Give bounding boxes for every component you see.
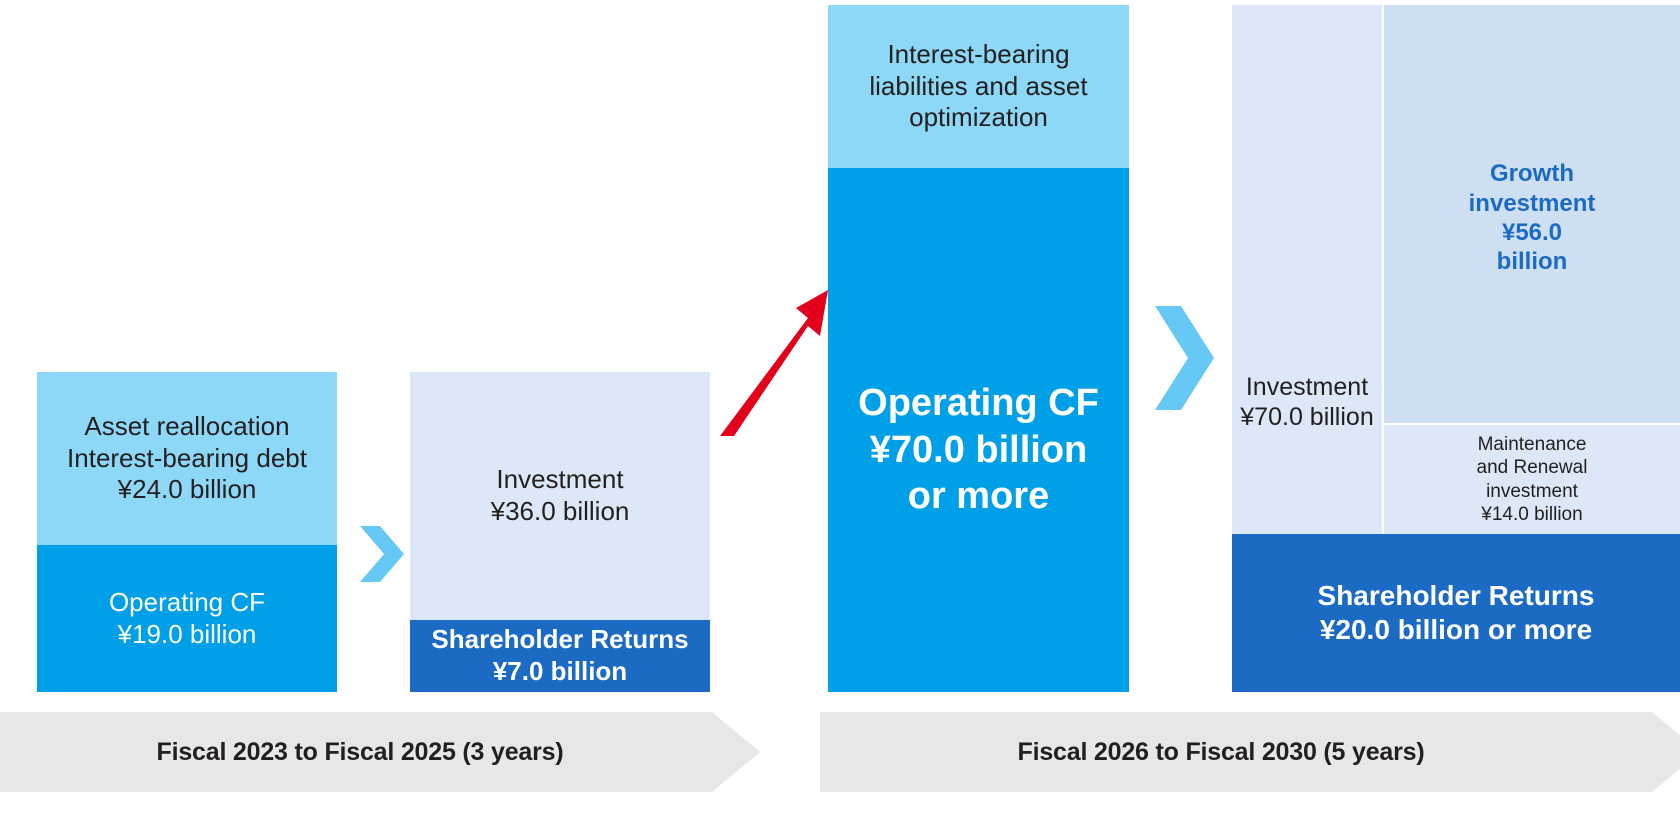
segment-label-line1: Asset reallocation xyxy=(84,410,290,441)
segment-label-line1: Interest-bearing xyxy=(887,38,1070,69)
segment-value-line1: ¥56.0 xyxy=(1501,219,1563,246)
segment-label-line1: Growth xyxy=(1490,160,1574,188)
segment-label-line1: Operating CF xyxy=(108,586,266,617)
segment-label-line3: investment xyxy=(1486,480,1578,502)
segment-shareholder-returns-1: Shareholder Returns ¥7.0 billion xyxy=(410,620,710,692)
segment-value-line2: billion xyxy=(1496,248,1568,276)
period-ribbon-fiscal-2023-2025: Fiscal 2023 to Fiscal 2025 (3 years) xyxy=(0,712,760,792)
segment-label-line1: Maintenance xyxy=(1477,434,1587,456)
segment-label-line1: Investment xyxy=(496,464,624,495)
segment-value: ¥19.0 billion xyxy=(117,618,257,649)
segment-shareholder-returns-2: Shareholder Returns ¥20.0 billion or mor… xyxy=(1232,534,1680,692)
period-label: Fiscal 2023 to Fiscal 2025 (3 years) xyxy=(156,737,564,766)
segment-label-line1: Investment xyxy=(1245,372,1369,401)
period-label: Fiscal 2026 to Fiscal 2030 (5 years) xyxy=(1017,737,1425,766)
segment-value: ¥70.0 billion xyxy=(869,428,1088,471)
segment-label-line3: or more xyxy=(907,475,1050,518)
segment-label-line2: investment xyxy=(1468,189,1596,217)
segment-value: ¥20.0 billion or more xyxy=(1319,614,1593,645)
segment-label-line2: and Renewal xyxy=(1476,457,1588,479)
segment-label-line1: Shareholder Returns xyxy=(431,624,689,655)
segment-label-line1: Operating CF xyxy=(858,382,1099,425)
chevron-right-icon xyxy=(1155,306,1215,410)
period-ribbon-fiscal-2026-2030: Fiscal 2026 to Fiscal 2030 (5 years) xyxy=(820,712,1680,792)
segment-operating-cf-2: Operating CF ¥70.0 billion or more xyxy=(828,168,1129,692)
segment-value: ¥14.0 billion xyxy=(1481,503,1583,525)
segment-asset-reallocation: Asset reallocation Interest-bearing debt… xyxy=(37,372,337,545)
segment-value: ¥36.0 billion xyxy=(490,496,630,526)
segment-operating-cf-1: Operating CF ¥19.0 billion xyxy=(37,545,337,692)
chevron-right-icon xyxy=(360,526,406,582)
segment-label-line2: Interest-bearing debt xyxy=(67,442,307,473)
segment-label-line2: liabilities and asset xyxy=(869,70,1088,101)
segment-value: ¥70.0 billion xyxy=(1240,403,1374,431)
segment-interest-bearing-liabilities: Interest-bearing liabilities and asset o… xyxy=(828,5,1129,168)
diagonal-up-right-arrow-icon xyxy=(712,284,828,436)
segment-value: ¥7.0 billion xyxy=(492,656,628,686)
segment-label-line1: Shareholder Returns xyxy=(1317,579,1595,611)
segment-investment-1: Investment ¥36.0 billion xyxy=(410,372,710,620)
segment-label-line3: optimization xyxy=(909,102,1048,133)
segment-value: ¥24.0 billion xyxy=(117,474,257,505)
segment-investment-2: Investment ¥70.0 billion xyxy=(1232,5,1382,534)
segment-maintenance-renewal-investment: Maintenance and Renewal investment ¥14.0… xyxy=(1384,425,1680,534)
segment-growth-investment: Growth investment ¥56.0 billion xyxy=(1384,5,1680,423)
